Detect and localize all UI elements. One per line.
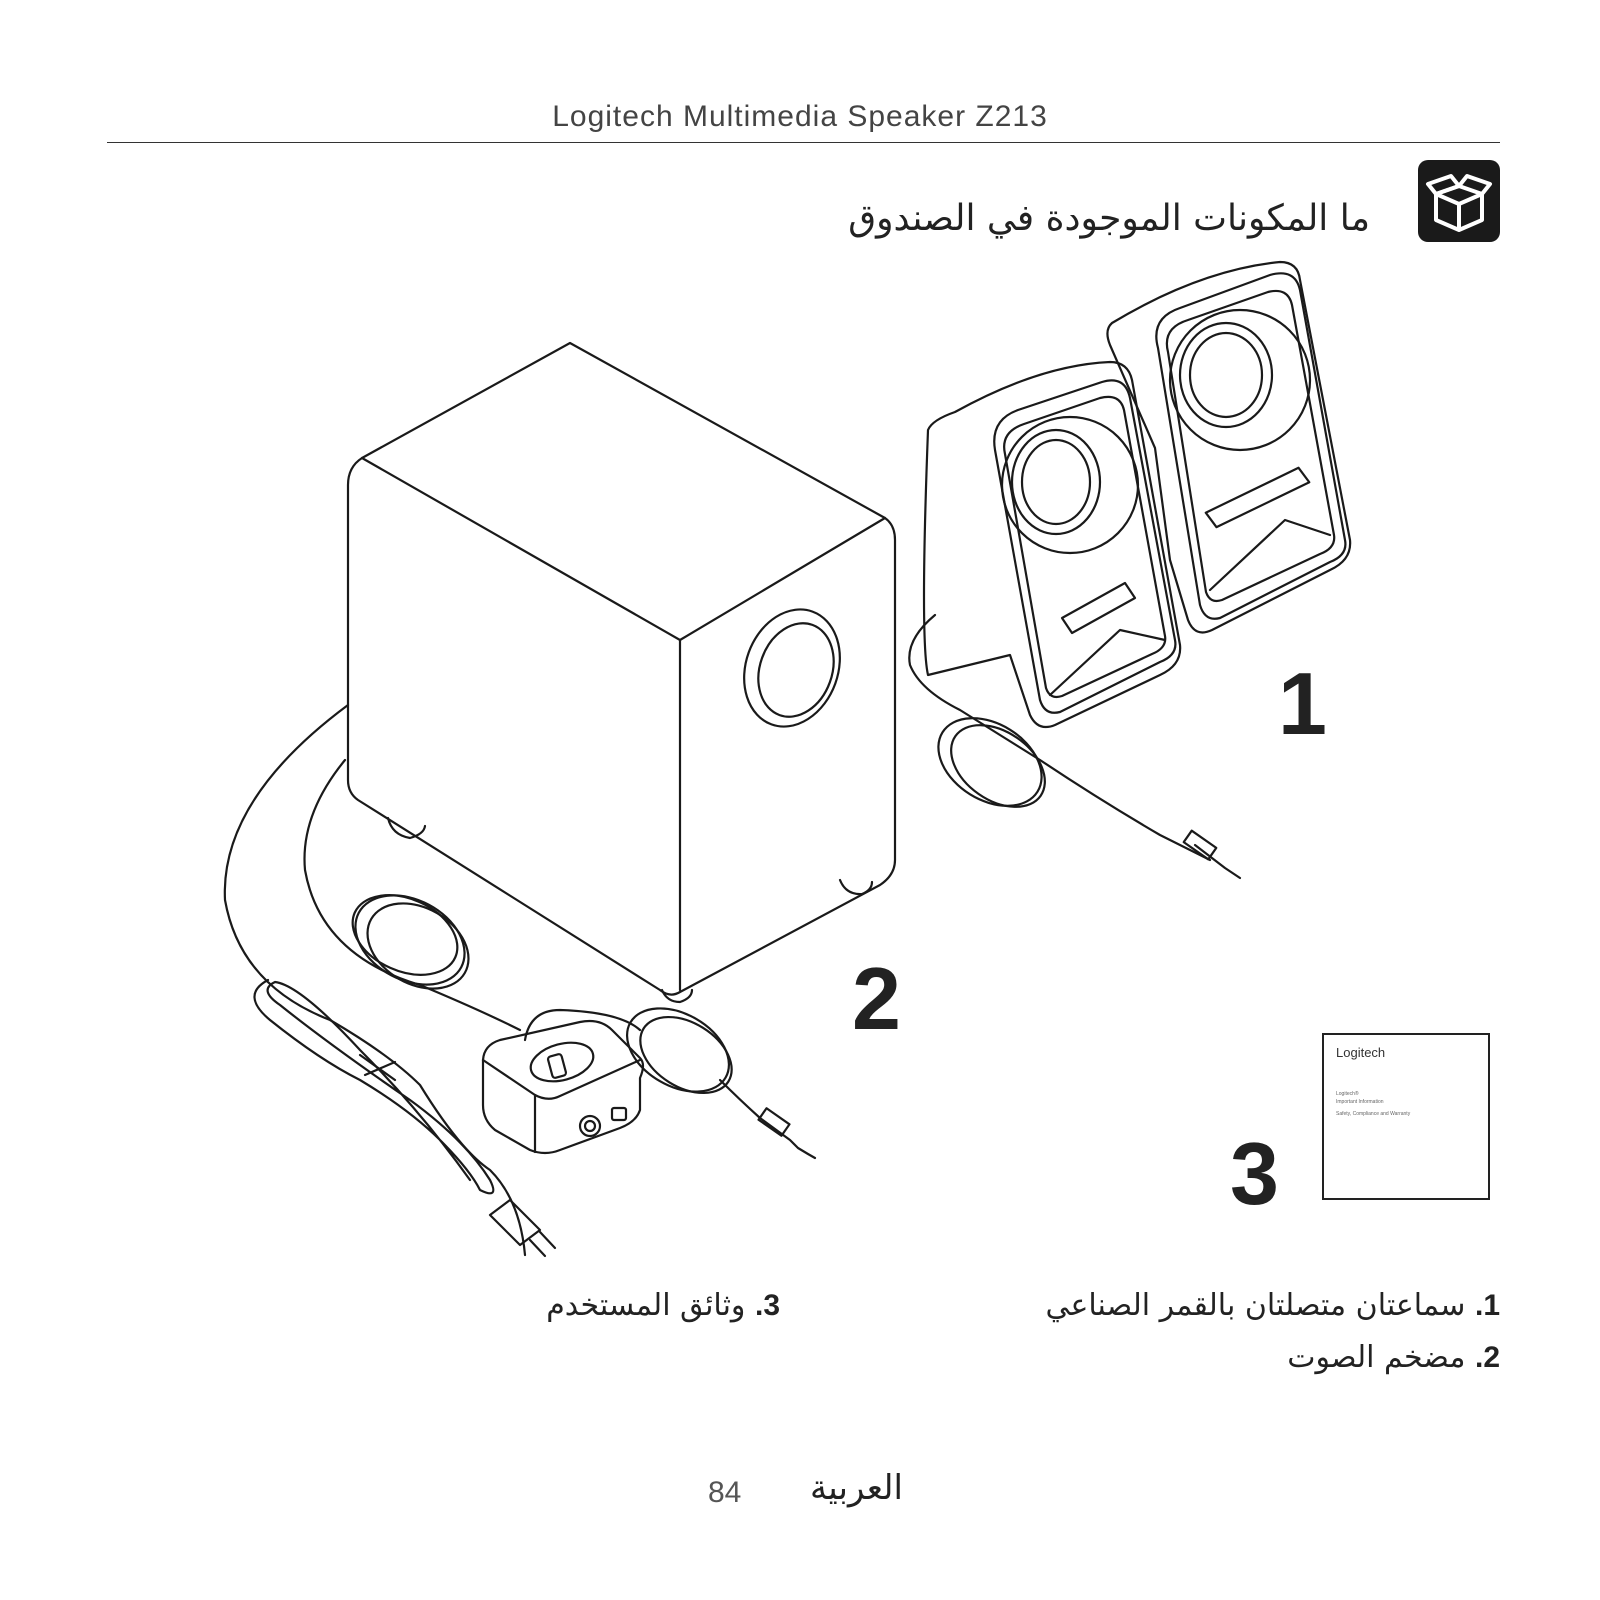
list-item-satellites: 1. سماعتان متصلتان بالقمر الصناعي bbox=[1045, 1288, 1500, 1323]
list-item-text: وثائق المستخدم bbox=[546, 1288, 746, 1323]
label-subwoofer: 2 bbox=[852, 949, 901, 1048]
list-item-documentation: 3. وثائق المستخدم bbox=[546, 1288, 780, 1323]
header-divider bbox=[107, 142, 1500, 143]
list-item-text: سماعتان متصلتان بالقمر الصناعي bbox=[1045, 1288, 1466, 1323]
satellite-left bbox=[922, 360, 1182, 729]
section-title: ما المكونات الموجودة في الصندوق bbox=[848, 198, 1370, 239]
list-item-text: مضخم الصوت bbox=[1287, 1340, 1466, 1375]
list-item-subwoofer: 2. مضخم الصوت bbox=[1287, 1340, 1500, 1375]
footer-language: العربية bbox=[810, 1468, 903, 1508]
document-header-title: Logitech Multimedia Speaker Z213 bbox=[552, 100, 1048, 133]
list-item-number: 3. bbox=[754, 1289, 780, 1322]
page-number: 84 bbox=[708, 1476, 742, 1509]
subwoofer bbox=[346, 341, 897, 1004]
booklet-line: Important Information bbox=[1336, 1099, 1384, 1105]
booklet-brand: Logitech bbox=[1336, 1045, 1386, 1060]
box-icon bbox=[1418, 160, 1500, 242]
booklet-line: Logitech® bbox=[1336, 1091, 1359, 1097]
label-documentation: 3 bbox=[1230, 1124, 1279, 1223]
documentation-booklet: Logitech Logitech® Important Information… bbox=[1322, 1033, 1490, 1200]
booklet-line: Safety, Compliance and Warranty bbox=[1336, 1111, 1411, 1117]
label-satellites: 1 bbox=[1278, 654, 1327, 753]
list-item-number: 2. bbox=[1474, 1341, 1500, 1374]
list-item-number: 1. bbox=[1474, 1289, 1500, 1322]
